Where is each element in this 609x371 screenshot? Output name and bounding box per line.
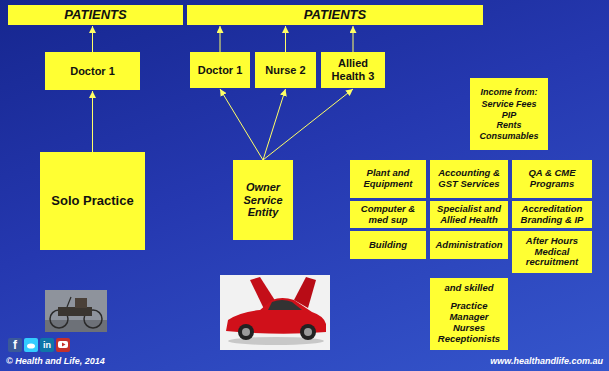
service-box: Specialist and Allied Health: [430, 201, 508, 228]
box-text: Owner Service Entity: [236, 181, 290, 219]
box-text: PATIENTS: [304, 8, 366, 23]
box-text: Practice Manager: [433, 301, 505, 323]
connector-arrow: [92, 26, 93, 52]
social-icons: [8, 338, 70, 352]
connector-arrow: [263, 89, 286, 160]
copyright-note: © Health and Life, 2014: [6, 356, 105, 366]
practice-box: Solo Practice: [40, 152, 145, 250]
connector-arrow: [92, 91, 93, 152]
box-text: Consumables: [479, 131, 538, 141]
website-url: www.healthandlife.com.au: [490, 356, 603, 366]
connector-arrow: [263, 89, 353, 160]
sports-car-photo: [220, 275, 330, 350]
box-text: Service Fees: [481, 99, 536, 109]
box-text: Allied Health 3: [324, 57, 382, 82]
car-wheel: [300, 324, 316, 340]
box-text: Nurse 2: [265, 64, 305, 77]
box-text: PIP: [502, 110, 517, 120]
role-box: Allied Health 3: [321, 52, 385, 88]
car-body: [58, 307, 92, 316]
connector-arrow: [220, 89, 263, 160]
service-box: Administration: [430, 231, 508, 259]
connector-arrow: [285, 26, 286, 52]
staff-box: and skilledPractice ManagerNursesRecepti…: [430, 278, 508, 350]
car-window: [268, 300, 302, 310]
car-rim: [242, 328, 250, 336]
vintage-car-photo: [45, 290, 107, 332]
box-text: Computer & med sup: [353, 204, 423, 226]
facebook-icon: [8, 338, 22, 352]
patients-band: PATIENTS: [187, 5, 483, 25]
car-rim: [304, 328, 312, 336]
patients-band: PATIENTS: [8, 5, 183, 25]
box-text: Solo Practice: [51, 194, 133, 209]
icon-letter: in: [40, 338, 54, 352]
linkedin-icon: [40, 338, 54, 352]
box-text: Specialist and Allied Health: [433, 204, 505, 226]
twitter-bird: [27, 343, 35, 348]
role-box: Doctor 1: [45, 52, 140, 90]
photo-ground: [220, 275, 330, 350]
steering-column: [67, 297, 71, 307]
box-text: Rents: [496, 120, 521, 130]
box-text: PATIENTS: [64, 8, 126, 23]
youtube-play: [62, 343, 66, 347]
income-box: Income from: Service FeesPIPRentsConsumab…: [470, 78, 548, 150]
service-box: QA & CME Programs: [512, 160, 592, 198]
car-wheel: [238, 324, 254, 340]
service-box: Accreditation Branding & IP: [512, 201, 592, 228]
youtube-icon: [56, 338, 70, 352]
box-text: Accreditation Branding & IP: [515, 204, 589, 226]
service-box: Building: [350, 231, 426, 259]
icon-letter: f: [8, 338, 22, 352]
twitter-icon: [24, 338, 38, 352]
youtube-screen: [58, 341, 68, 348]
box-text: Receptionists: [438, 334, 500, 345]
connector-arrow: [220, 26, 221, 52]
box-text: Plant and Equipment: [353, 168, 423, 190]
box-text: Nurses: [453, 323, 485, 334]
role-box: Doctor 1: [190, 52, 250, 88]
box-text: Administration: [435, 240, 502, 251]
photo-ground: [45, 290, 107, 332]
box-text: After Hours Medical recruitment: [515, 236, 589, 269]
service-box: Accounting & GST Services: [430, 160, 508, 198]
box-heading: and skilled: [444, 283, 493, 294]
service-box: Computer & med sup: [350, 201, 426, 228]
box-text: Accounting & GST Services: [433, 168, 505, 190]
box-text: Building: [369, 240, 407, 251]
entity-box: Owner Service Entity: [233, 160, 293, 240]
role-box: Nurse 2: [255, 52, 316, 88]
box-text: Doctor 1: [70, 65, 115, 78]
car-seat: [75, 298, 87, 308]
box-text: Doctor 1: [198, 64, 243, 77]
service-box: Plant and Equipment: [350, 160, 426, 198]
service-box: After Hours Medical recruitment: [512, 231, 592, 273]
connector-arrow: [353, 26, 354, 52]
box-text: QA & CME Programs: [515, 168, 589, 190]
box-heading: Income from:: [480, 87, 537, 97]
